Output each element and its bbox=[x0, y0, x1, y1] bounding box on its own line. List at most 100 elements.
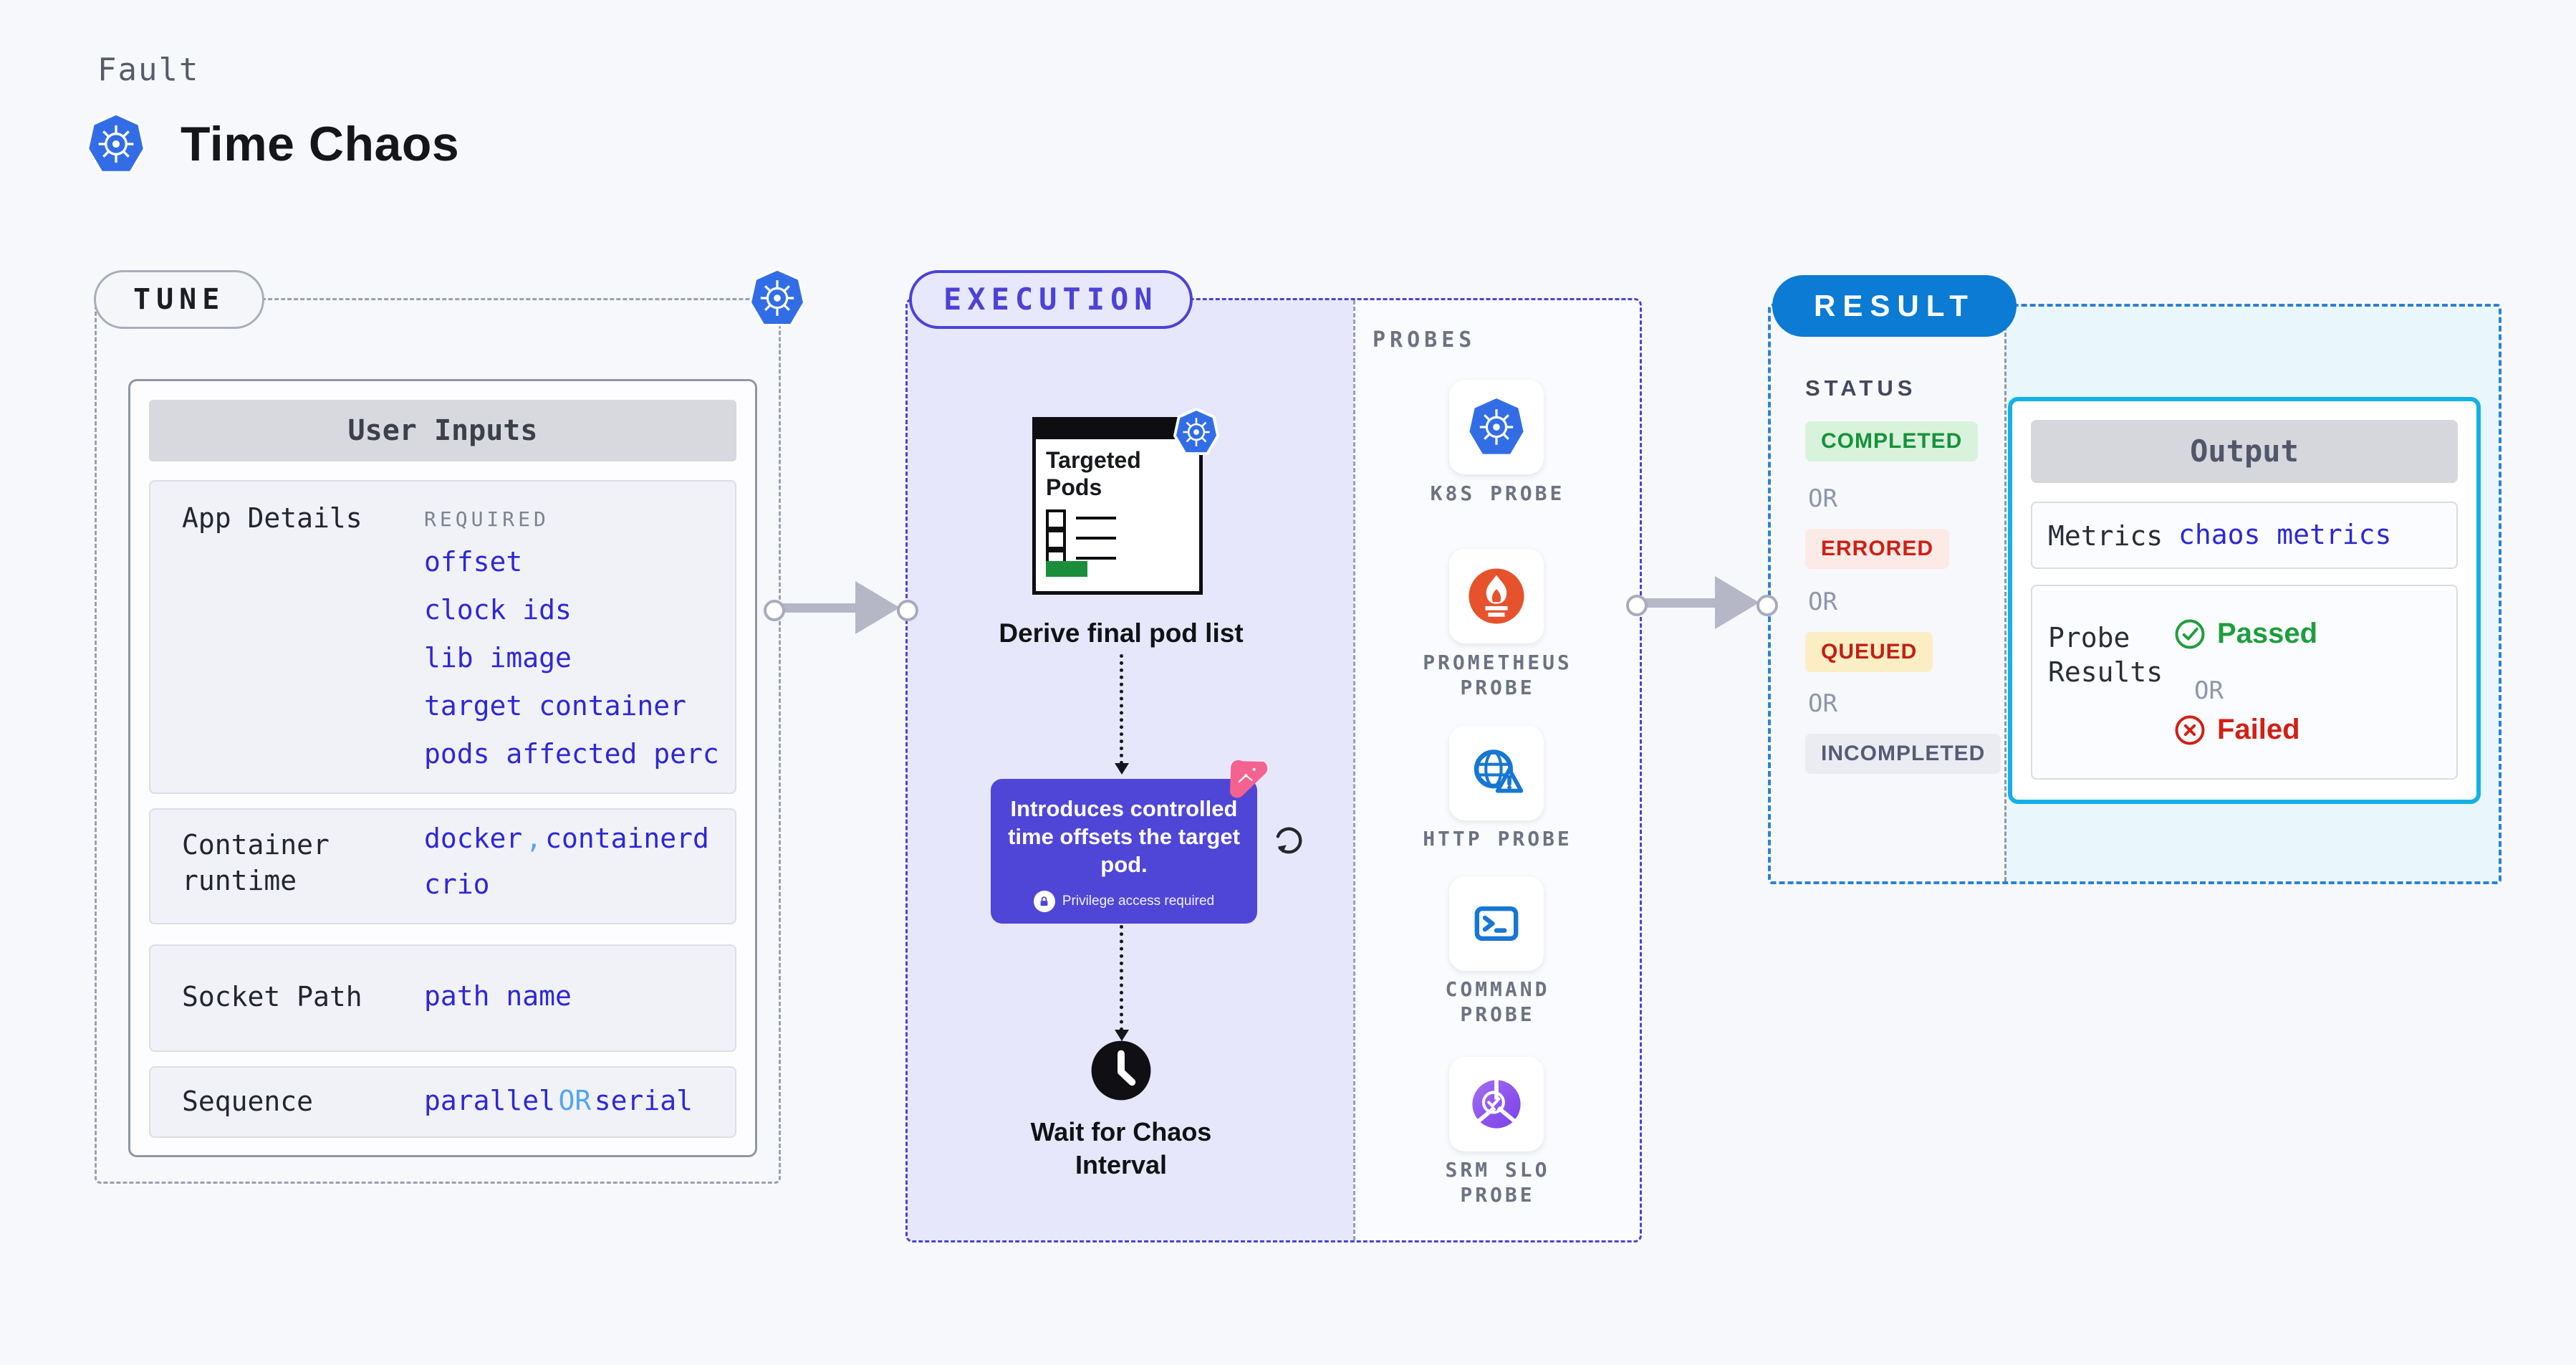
socket-path-row: Socket Path path name bbox=[149, 944, 736, 1052]
connector-start-dot bbox=[764, 600, 785, 621]
srm-slo-probe-card bbox=[1449, 1057, 1544, 1151]
probe-results-row: Probe Results Passed OR bbox=[2031, 585, 2458, 780]
failed-label: Failed bbox=[2217, 714, 2300, 745]
or-separator: OR bbox=[2194, 676, 2224, 705]
fault-kicker: Fault bbox=[97, 52, 200, 88]
chaos-logo-icon bbox=[1230, 760, 1268, 798]
targeted-pods-title: Targeted Pods bbox=[1046, 447, 1141, 500]
green-action-bar bbox=[1046, 561, 1087, 577]
tune-pill: TUNE bbox=[94, 270, 265, 329]
container-runtime-values-line1: docker , containerd bbox=[424, 823, 709, 854]
kubernetes-icon bbox=[86, 112, 146, 174]
sequence-row: Sequence parallel OR serial bbox=[149, 1066, 736, 1138]
link-docker[interactable]: docker bbox=[424, 823, 523, 854]
wait-chaos-interval-label: Wait for Chaos Interval bbox=[1030, 1117, 1212, 1179]
status-badge-errored: ERRORED bbox=[1805, 529, 1950, 569]
sequence-values: parallel OR serial bbox=[424, 1085, 693, 1116]
container-runtime-row: Container runtime docker , containerd cr… bbox=[149, 808, 736, 924]
link-target-container[interactable]: target container bbox=[424, 690, 687, 722]
failed-result: Failed bbox=[2174, 714, 2300, 746]
probe-label: K8S PROBE bbox=[1430, 482, 1565, 505]
link-pods-affected-perc[interactable]: pods affected perc bbox=[424, 738, 719, 770]
privilege-label: Privilege access required bbox=[1062, 894, 1215, 909]
kubernetes-icon bbox=[749, 268, 806, 327]
tune-section: TUNE User Inputs App Details REQUIRED of… bbox=[94, 268, 806, 1184]
flow-arrowhead bbox=[1115, 763, 1129, 775]
output-card: Output Metrics chaos metrics Probe Resul… bbox=[2008, 397, 2481, 804]
or-separator: OR bbox=[1808, 588, 1837, 616]
flow-dotted-line bbox=[1120, 654, 1123, 765]
execution-panel: Targeted Pods Derive final pod list Intr… bbox=[908, 300, 1353, 1240]
app-details-label: App Details bbox=[182, 502, 362, 534]
app-details-row: App Details REQUIRED offset clock ids li… bbox=[149, 480, 736, 794]
or-separator: OR bbox=[1808, 484, 1837, 513]
status-heading: STATUS bbox=[1805, 375, 1917, 401]
link-path-name[interactable]: path name bbox=[424, 980, 572, 1012]
targeted-pods-window: Targeted Pods bbox=[1032, 408, 1219, 595]
link-offset[interactable]: offset bbox=[424, 546, 523, 578]
execution-pill: EXECUTION bbox=[909, 270, 1193, 329]
checkbox-icon bbox=[1046, 530, 1066, 550]
link-lib-image[interactable]: lib image bbox=[424, 642, 572, 674]
runtime-separator: , bbox=[525, 823, 542, 854]
sequence-label: Sequence bbox=[182, 1086, 314, 1117]
check-circle-icon bbox=[2175, 619, 2205, 648]
link-containerd[interactable]: containerd bbox=[545, 823, 709, 854]
probe-results-label: Probe Results bbox=[2048, 622, 2163, 688]
required-label: REQUIRED bbox=[424, 507, 549, 531]
page-title: Time Chaos bbox=[181, 117, 460, 171]
x-circle-icon bbox=[2175, 715, 2205, 744]
container-runtime-label: Container runtime bbox=[182, 829, 330, 896]
status-badge-completed: COMPLETED bbox=[1805, 421, 1979, 461]
status-badge-incompleted: INCOMPLETED bbox=[1805, 734, 2001, 774]
link-parallel[interactable]: parallel bbox=[424, 1085, 556, 1116]
privilege-row: Privilege access required bbox=[991, 891, 1257, 912]
window-titlebar bbox=[1036, 421, 1199, 439]
metrics-row: Metrics chaos metrics bbox=[2031, 502, 2458, 569]
clock-icon bbox=[1091, 1040, 1151, 1101]
probes-heading: PROBES bbox=[1373, 327, 1476, 353]
link-crio[interactable]: crio bbox=[424, 868, 490, 900]
srm-slo-pie-check-icon bbox=[1472, 1080, 1521, 1129]
list-line bbox=[1076, 517, 1116, 519]
derive-pod-list-label: Derive final pod list bbox=[999, 618, 1244, 648]
output-title: Output bbox=[2031, 420, 2458, 483]
tooltip-text: Introduces controlled time offsets the t… bbox=[1008, 796, 1240, 877]
probe-label: HTTP PROBE bbox=[1423, 827, 1572, 851]
chaos-metrics-link[interactable]: chaos metrics bbox=[2178, 519, 2392, 550]
connector-arrowhead bbox=[1715, 576, 1759, 629]
list-line bbox=[1076, 557, 1116, 560]
prometheus-probe-card bbox=[1449, 549, 1544, 643]
connector-end-dot bbox=[897, 600, 918, 621]
socket-path-label: Socket Path bbox=[182, 981, 362, 1012]
link-serial[interactable]: serial bbox=[594, 1085, 693, 1116]
http-probe-card bbox=[1449, 726, 1544, 820]
status-badge-queued: QUEUED bbox=[1805, 632, 1933, 672]
connector-arrowhead bbox=[855, 581, 900, 634]
passed-label: Passed bbox=[2217, 618, 2318, 649]
connector-line bbox=[781, 603, 861, 613]
connector-end-dot bbox=[1756, 595, 1778, 616]
status-column: STATUS COMPLETED OR ERRORED OR QUEUED OR… bbox=[1771, 307, 2004, 881]
result-pill: RESULT bbox=[1772, 275, 2017, 337]
flow-arrowhead bbox=[1115, 1030, 1129, 1041]
link-clock-ids[interactable]: clock ids bbox=[424, 594, 572, 626]
output-area: Output Metrics chaos metrics Probe Resul… bbox=[2004, 307, 2499, 881]
execution-section: Targeted Pods Derive final pod list Intr… bbox=[905, 270, 1642, 1242]
kubernetes-icon bbox=[1469, 398, 1524, 454]
http-globe-warning-icon bbox=[1474, 749, 1524, 793]
flow-dotted-line bbox=[1120, 925, 1123, 1031]
command-probe-card bbox=[1449, 876, 1544, 971]
refresh-loop-icon bbox=[1276, 827, 1302, 854]
connector-line bbox=[1643, 598, 1721, 608]
list-line bbox=[1076, 537, 1116, 540]
kubernetes-icon bbox=[1173, 408, 1219, 455]
command-terminal-icon bbox=[1474, 906, 1519, 941]
prometheus-icon bbox=[1469, 568, 1524, 624]
probes-panel: PROBES K8S PROBE bbox=[1353, 300, 1640, 1240]
user-inputs-card: User Inputs App Details REQUIRED offset … bbox=[128, 379, 757, 1157]
or-separator: OR bbox=[1808, 689, 1837, 718]
